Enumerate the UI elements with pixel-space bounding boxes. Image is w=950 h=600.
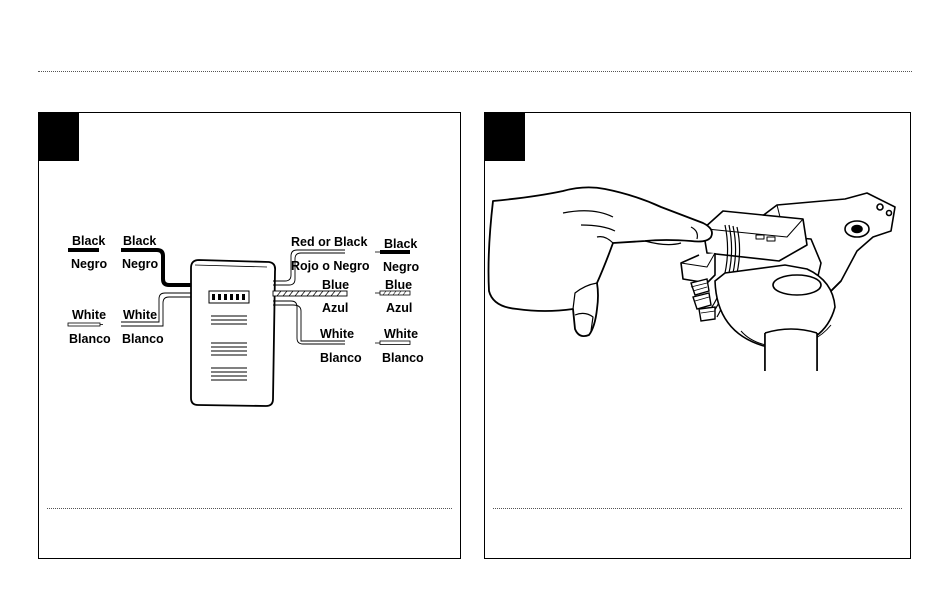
- fan-blanco-label: Blanco: [382, 351, 424, 365]
- ceiling-white-label: White: [72, 308, 106, 322]
- receiver-unit-illustration: [191, 260, 275, 406]
- receiver-output-white-label: White: [320, 327, 354, 341]
- panel-dotted-rule: [493, 508, 902, 509]
- receiver-input-white-label: White: [123, 308, 157, 322]
- receiver-input-negro-label: Negro: [122, 257, 158, 271]
- ceiling-negro-label: Negro: [71, 257, 107, 271]
- fan-black-label: Black: [384, 237, 417, 251]
- hand-illustration: [489, 187, 713, 336]
- receiver-input-blanco-label: Blanco: [122, 332, 164, 346]
- receiver-output-rojo-o-negro-label: Rojo o Negro: [291, 259, 370, 273]
- fan-white-label: White: [384, 327, 418, 341]
- step-panel-installation: [484, 112, 911, 559]
- receiver-output-blanco-label: Blanco: [320, 351, 362, 365]
- wiring-diagram: Black Negro White Blanco Black Negro Whi…: [39, 113, 462, 560]
- fan-azul-label: Azul: [386, 301, 412, 315]
- panel-dotted-rule: [47, 508, 452, 509]
- ceiling-blanco-label: Blanco: [69, 332, 111, 346]
- fan-blue-label: Blue: [385, 278, 412, 292]
- fan-downrod-illustration: [715, 265, 835, 373]
- receiver-input-black-label: Black: [123, 234, 156, 248]
- ceiling-black-label: Black: [72, 234, 105, 248]
- receiver-output-azul-label: Azul: [322, 301, 348, 315]
- top-dotted-rule: [38, 71, 912, 72]
- receiver-output-red-or-black-label: Red or Black: [291, 235, 367, 249]
- fan-negro-label: Negro: [383, 260, 419, 274]
- installation-illustration: [485, 113, 912, 560]
- receiver-output-blue-label: Blue: [322, 278, 349, 292]
- wire-nuts-illustration: [691, 279, 715, 321]
- step-panel-wiring: Black Negro White Blanco Black Negro Whi…: [38, 112, 461, 559]
